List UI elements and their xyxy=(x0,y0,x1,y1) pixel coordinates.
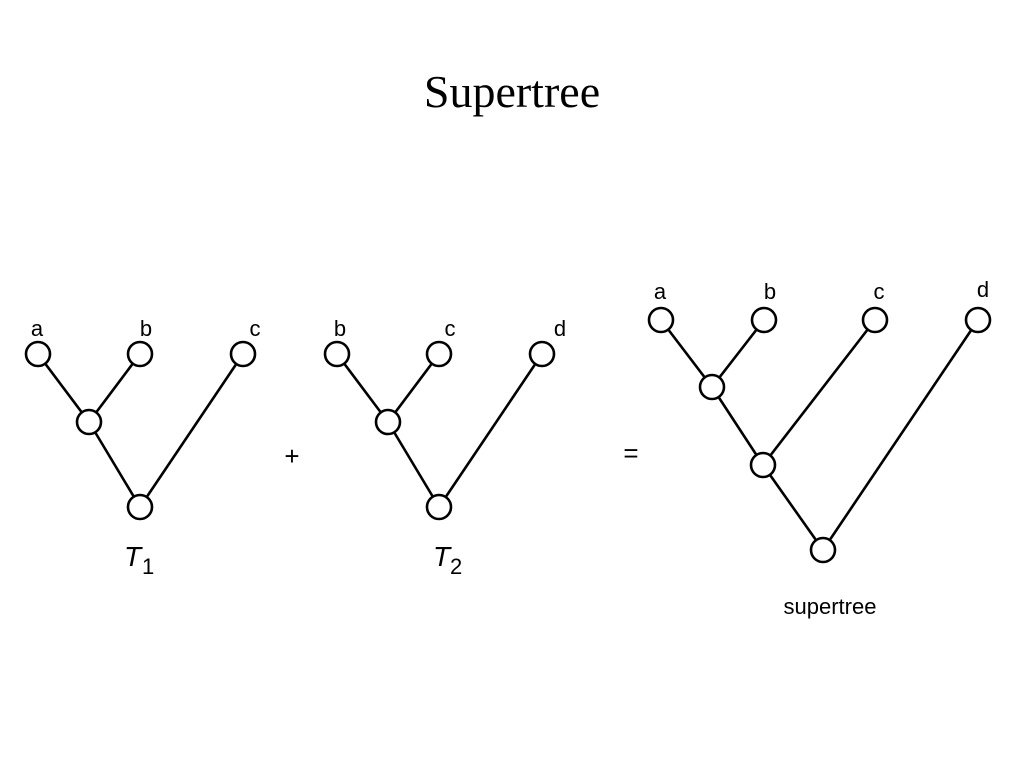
t2-leaf-label-d: d xyxy=(554,316,566,341)
t1-leaf-node-a xyxy=(24,340,52,368)
st-edge-c-n2 xyxy=(761,319,877,466)
t1-subscript: 1 xyxy=(142,554,154,579)
t1-leaf-label-b: b xyxy=(140,316,152,341)
st-leaf-label-c: c xyxy=(874,279,885,304)
t2-leaf-node-b xyxy=(323,340,351,368)
t1-edge-c-root xyxy=(138,353,245,508)
st-edge-d-root xyxy=(821,319,980,551)
st-leaf-node-c xyxy=(861,306,889,334)
st-internal-node-ab xyxy=(698,373,726,401)
st-leaf-label-a: a xyxy=(654,279,667,304)
t1-leaf-node-c xyxy=(229,340,257,368)
supertree-caption: supertree xyxy=(784,594,877,619)
t2-leaf-node-c xyxy=(425,340,453,368)
slide-title: Supertree xyxy=(423,66,601,117)
st-internal-node-abc xyxy=(749,451,777,479)
t1-name: T xyxy=(124,541,143,572)
st-edge-n2-root xyxy=(761,464,825,551)
t2-leaf-label-b: b xyxy=(334,316,346,341)
t1-leaf-label-c: c xyxy=(250,316,261,341)
t2-internal-node xyxy=(374,408,402,436)
t2-edge-c-n1 xyxy=(386,353,441,423)
t2-root-node xyxy=(425,493,453,521)
plus-operator: + xyxy=(284,441,299,471)
t1-leaf-label-a: a xyxy=(31,316,44,341)
st-leaf-node-a xyxy=(647,306,675,334)
t2-name: T xyxy=(433,541,452,572)
t1-edge-a-n1 xyxy=(36,353,91,423)
t1-edge-b-n1 xyxy=(87,353,142,423)
equals-operator: = xyxy=(623,438,638,468)
t2-edge-n1-root xyxy=(386,421,441,508)
t1-edge-n1-root xyxy=(87,421,142,508)
tree-t1: a b c T 1 xyxy=(24,316,261,579)
t2-subscript: 2 xyxy=(450,554,462,579)
st-leaf-node-d xyxy=(964,306,992,334)
st-root-node xyxy=(809,536,837,564)
t2-edge-d-root xyxy=(437,353,544,508)
t2-leaf-node-d xyxy=(528,340,556,368)
tree-supertree: a b c d supertree xyxy=(647,277,992,619)
st-leaf-label-b: b xyxy=(764,279,776,304)
t1-internal-node xyxy=(75,408,103,436)
t1-root-node xyxy=(126,493,154,521)
t2-leaf-label-c: c xyxy=(445,316,456,341)
st-leaf-node-b xyxy=(750,306,778,334)
t2-edge-b-n1 xyxy=(335,353,390,423)
t1-leaf-node-b xyxy=(126,340,154,368)
st-edge-n1-n2 xyxy=(710,386,765,466)
st-edge-b-n1 xyxy=(710,319,766,388)
st-edge-a-n1 xyxy=(659,319,714,388)
st-leaf-label-d: d xyxy=(977,277,989,302)
tree-t2: b c d T 2 xyxy=(323,316,566,579)
